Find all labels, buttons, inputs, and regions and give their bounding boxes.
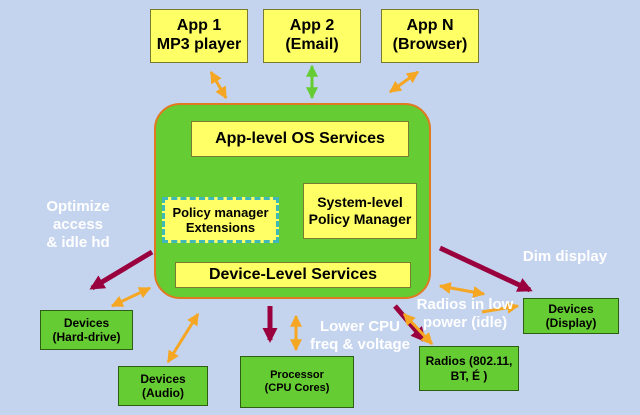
device-processor-line1: Processor bbox=[270, 369, 324, 382]
system-policy-box: System-level Policy Manager bbox=[303, 183, 417, 239]
annotation-dim-display: Dim display bbox=[512, 248, 618, 266]
device-display-line1: Devices bbox=[548, 301, 594, 316]
system-policy-line1: System-level bbox=[317, 194, 403, 211]
arrow-display-b bbox=[481, 301, 520, 314]
device-audio-line1: Devices bbox=[140, 371, 186, 386]
annotation-radios-low: Radios in low power (idle) bbox=[410, 296, 520, 332]
device-harddrive-box: Devices (Hard-drive) bbox=[40, 310, 133, 350]
app-1-subtitle: MP3 player bbox=[156, 36, 242, 53]
app-2-title: App 2 bbox=[289, 17, 335, 35]
device-processor-line2: (CPU Cores) bbox=[264, 382, 330, 394]
policy-extensions-line2: Extensions bbox=[185, 220, 256, 235]
arrow-dim bbox=[438, 245, 533, 293]
device-audio-box: Devices (Audio) bbox=[118, 366, 208, 406]
arrow-display-a bbox=[438, 282, 486, 298]
device-audio-line2: (Audio) bbox=[142, 386, 184, 400]
annotation-optimize-line2: access bbox=[52, 216, 104, 233]
arrow-appn-core bbox=[389, 70, 419, 94]
device-radios-line1: Radios (802.11, bbox=[425, 354, 513, 369]
app-n-subtitle: (Browser) bbox=[392, 36, 468, 53]
device-radios-box: Radios (802.11, BT, É ) bbox=[419, 346, 519, 391]
device-level-services-label: Device-Level Services bbox=[208, 265, 378, 283]
annotation-lower-cpu-line1: Lower CPU bbox=[319, 318, 400, 335]
app-n-title: App N bbox=[406, 17, 454, 35]
device-display-line2: (Display) bbox=[545, 316, 597, 330]
arrow-app1-core bbox=[209, 70, 228, 100]
app-2-subtitle: (Email) bbox=[285, 36, 339, 53]
device-radios-line2: BT, É ) bbox=[450, 368, 488, 383]
annotation-lower-cpu-line2: freq & voltage bbox=[309, 336, 411, 353]
app-level-services-label: App-level OS Services bbox=[215, 129, 385, 147]
app-n-box: App N (Browser) bbox=[381, 9, 479, 63]
arrow-audio bbox=[166, 312, 200, 364]
arrow-optimize bbox=[89, 249, 154, 291]
app-2-box: App 2 (Email) bbox=[263, 9, 361, 63]
device-harddrive-line2: (Hard-drive) bbox=[52, 330, 121, 344]
arrow-harddrive bbox=[110, 286, 152, 308]
system-policy-line2: Policy Manager bbox=[308, 211, 412, 227]
annotation-lower-cpu: Lower CPU freq & voltage bbox=[300, 318, 420, 354]
app-1-title: App 1 bbox=[176, 17, 222, 35]
annotation-optimize-line3: & idle hd bbox=[46, 234, 110, 251]
device-harddrive-line1: Devices bbox=[63, 315, 110, 330]
annotation-dim-display-text: Dim display bbox=[522, 248, 608, 265]
policy-extensions-line1: Policy manager bbox=[172, 204, 269, 220]
app-1-box: App 1 MP3 player bbox=[150, 9, 248, 63]
annotation-radios-low-line2: power (idle) bbox=[422, 314, 508, 331]
device-level-services-box: Device-Level Services bbox=[175, 262, 411, 288]
annotation-optimize: Optimize access & idle hd bbox=[34, 198, 122, 252]
annotation-optimize-line1: Optimize bbox=[46, 198, 110, 215]
device-processor-box: Processor (CPU Cores) bbox=[240, 356, 354, 408]
app-level-services-box: App-level OS Services bbox=[191, 121, 409, 157]
annotation-radios-low-line1: Radios in low bbox=[416, 296, 514, 313]
policy-extensions-box: Policy manager Extensions bbox=[162, 197, 279, 243]
arrow-radios bbox=[402, 312, 434, 346]
device-display-box: Devices (Display) bbox=[523, 298, 619, 334]
